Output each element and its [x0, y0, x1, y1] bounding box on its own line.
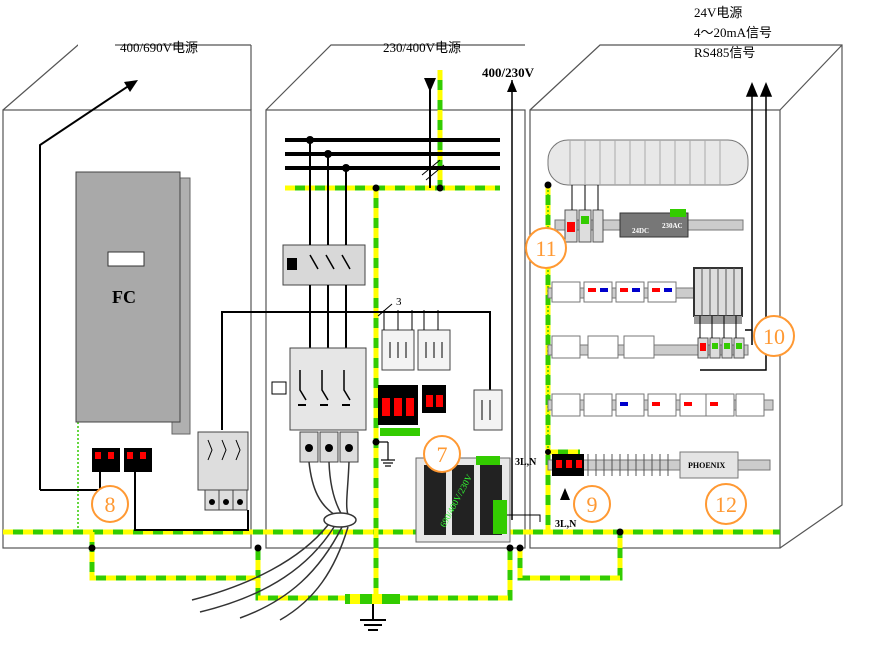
marker-9: 9 [573, 485, 611, 523]
supply-tap-label: 400/230V [482, 65, 535, 80]
signal-line-4-20ma: 4～20mA信号 [694, 25, 772, 40]
marker-11: 11 [525, 227, 567, 269]
emc-filter: 690/400V/230V [415, 456, 511, 543]
fuse-block-left [92, 448, 152, 472]
arrow-up-icon [124, 80, 138, 92]
busbars [285, 138, 500, 170]
cabinet-middle [265, 44, 526, 549]
svg-text:7: 7 [437, 442, 448, 467]
svg-text:10: 10 [763, 324, 785, 349]
motor-cable [191, 461, 357, 621]
cable-duct [547, 139, 749, 186]
supply-arrow-left [39, 80, 138, 490]
arrow-down-icon [424, 78, 436, 92]
ground-icon-small [376, 441, 395, 467]
svg-text:11: 11 [535, 236, 556, 261]
terminal-row-2 [547, 316, 749, 359]
marker-8: 8 [91, 485, 129, 523]
supply-middle-label: 230/400V电源 [383, 40, 461, 55]
terminal-brand-label: PHOENIX [688, 461, 726, 470]
distribution-wires [377, 303, 439, 330]
arrow-up-icon [507, 80, 517, 92]
contactor-left [197, 431, 249, 511]
ground-icon [360, 604, 386, 631]
terminal-row-4: PHOENIX [547, 451, 771, 479]
signal-lines [700, 82, 773, 371]
terminal-row-1 [547, 281, 699, 303]
psu-ac-label: 230AC [662, 222, 683, 230]
busbar-drops [306, 136, 350, 348]
junction-dots [88, 181, 624, 552]
distribution-fuses [378, 329, 503, 436]
din-rail-top: 24DC 230AC [554, 185, 744, 243]
lines-3ln-upper: 3L,N [515, 457, 537, 468]
marker-12: 12 [705, 483, 747, 525]
svg-text:8: 8 [105, 492, 116, 517]
conductor-count-label: 3 [396, 296, 402, 308]
signal-line-rs485: RS485信号 [694, 45, 755, 60]
svg-text:9: 9 [587, 492, 598, 517]
marker-7: 7 [423, 435, 461, 473]
arrow-up-icon [560, 488, 570, 500]
motor-breaker [271, 347, 367, 463]
terminal-row-3 [547, 393, 774, 417]
psu-dc-label: 24DC [632, 227, 649, 235]
signal-line-24v: 24V电源 [694, 5, 742, 20]
earth-conductors [3, 70, 780, 604]
fc-label: FC [112, 287, 136, 307]
lines-3ln-lower: 3L,N [555, 519, 577, 530]
svg-text:12: 12 [715, 492, 737, 517]
supply-left-label: 400/690V电源 [120, 40, 198, 55]
marker-10: 10 [753, 315, 795, 357]
io-module [693, 267, 743, 324]
frequency-converter: FC [75, 171, 191, 435]
main-switch [282, 244, 366, 286]
